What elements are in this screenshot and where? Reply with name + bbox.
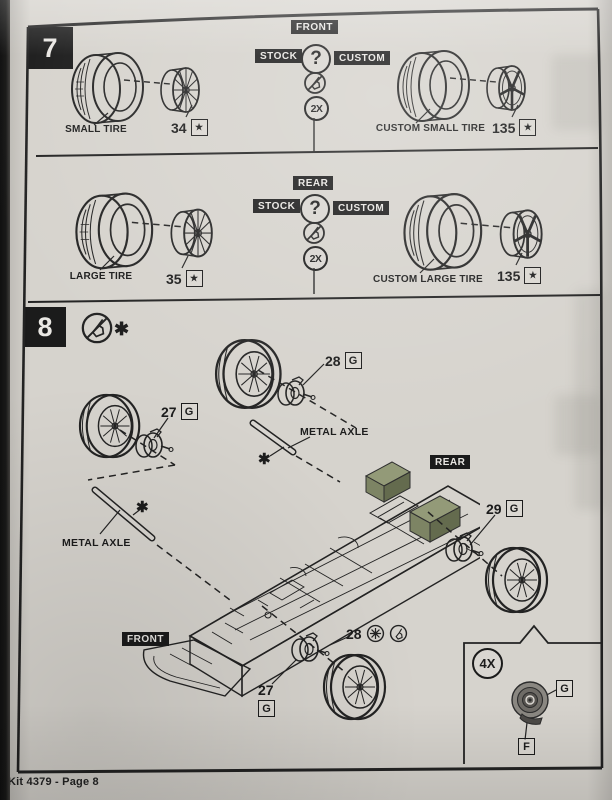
hub-29-drawing bbox=[445, 532, 484, 562]
quantity-2x-icon-front: 2X bbox=[304, 96, 329, 121]
part-27-number-bottom: 27 bbox=[258, 682, 274, 698]
custom-large-tire-label: CUSTOM LARGE TIRE bbox=[373, 274, 483, 285]
leader-line bbox=[415, 108, 431, 124]
wheel-29-drawing bbox=[484, 546, 549, 614]
part-number: 27 bbox=[161, 403, 177, 420]
star-part-box: ★ bbox=[190, 119, 208, 136]
step-8-number-box: 8 bbox=[24, 307, 66, 347]
part-29G-callout: 29 G bbox=[486, 500, 523, 517]
front-direction-label: FRONT bbox=[122, 632, 169, 646]
part-number: 34 bbox=[171, 119, 187, 136]
stock-label-front: STOCK bbox=[255, 49, 303, 63]
no-cement-icon bbox=[81, 312, 113, 344]
part-28-callout-bottom: 28 bbox=[346, 624, 408, 643]
custom-label-front: CUSTOM bbox=[334, 51, 391, 65]
metal-axle-label-left: METAL AXLE bbox=[62, 537, 131, 549]
cement-bottle-icon bbox=[389, 624, 407, 643]
small-tire-wheel-drawing bbox=[71, 52, 200, 124]
photo-edge-shadow bbox=[0, 0, 10, 800]
axle-note-star: ✱ bbox=[136, 499, 149, 516]
sprue-letter-box: G bbox=[180, 403, 198, 420]
sprue-letter-box: G bbox=[258, 700, 275, 717]
part-number: 135 bbox=[492, 119, 516, 136]
sprue-letter-box: G bbox=[344, 352, 362, 369]
no-cement-icon bbox=[304, 72, 326, 94]
front-section-label: FRONT bbox=[291, 20, 338, 34]
custom-label-rear: CUSTOM bbox=[333, 201, 390, 215]
leader-line bbox=[185, 104, 193, 118]
part-135-callout: 135 ★ bbox=[492, 119, 537, 136]
large-tire-label: LARGE TIRE bbox=[69, 271, 133, 282]
step-7-number-box: 7 bbox=[27, 27, 73, 69]
star-part-box: ★ bbox=[519, 119, 537, 136]
part-135-callout: 135 ★ bbox=[497, 267, 542, 284]
custom-small-tire-label: CUSTOM SMALL TIRE bbox=[375, 123, 486, 134]
quantity-4x-icon: 4X bbox=[472, 648, 503, 679]
star-symbol-icon bbox=[366, 624, 384, 643]
chassis-drawing bbox=[142, 461, 480, 698]
sprue-letter-box-g: G bbox=[556, 680, 573, 697]
part-number: 28 bbox=[346, 625, 362, 642]
part-35-callout: 35 ★ bbox=[166, 270, 203, 287]
small-tire-label: SMALL TIRE bbox=[65, 124, 127, 135]
leader-line bbox=[511, 104, 519, 118]
kit-page-footer: Kit 4379 - Page 8 bbox=[8, 776, 99, 788]
part-number: 35 bbox=[166, 270, 182, 287]
part-number: 28 bbox=[325, 352, 341, 369]
assembly-lines bbox=[87, 363, 557, 741]
sprue-letter-box: G bbox=[505, 500, 523, 517]
metal-axle-label-right: METAL AXLE bbox=[300, 426, 369, 438]
sprue-letter-box-f: F bbox=[518, 738, 535, 755]
step-7-number: 7 bbox=[42, 32, 58, 63]
rear-direction-label: REAR bbox=[430, 455, 471, 469]
axle-note-star: ✱ bbox=[258, 451, 271, 468]
leader-line bbox=[181, 255, 189, 269]
large-tire-wheel-drawing bbox=[75, 192, 213, 270]
part-number: 135 bbox=[497, 267, 521, 284]
hub-28-drawing bbox=[277, 376, 316, 406]
part-28G-callout: 28 G bbox=[325, 352, 362, 369]
hub-28-front-drawing bbox=[291, 632, 330, 662]
quantity-2x-icon-rear: 2X bbox=[303, 246, 328, 271]
hub-27-drawing bbox=[135, 428, 174, 458]
no-cement-icon bbox=[303, 222, 325, 244]
no-cement-note-star: ✱ bbox=[114, 319, 130, 339]
leader-line bbox=[99, 255, 115, 271]
wheel-27-front-drawing bbox=[322, 653, 387, 721]
leader-line bbox=[93, 112, 109, 126]
star-part-box: ★ bbox=[524, 267, 542, 284]
step-8-number: 8 bbox=[37, 311, 53, 342]
leader-line bbox=[515, 252, 523, 266]
question-mark-icon: ? bbox=[300, 194, 330, 224]
question-mark-icon: ? bbox=[301, 44, 331, 74]
rear-section-label: REAR bbox=[293, 176, 334, 190]
print-ghosting bbox=[552, 55, 600, 130]
detail-callout-box bbox=[463, 624, 603, 768]
leader-line bbox=[419, 258, 435, 274]
part-34-callout: 34 ★ bbox=[171, 119, 208, 136]
print-ghosting bbox=[555, 395, 600, 455]
stock-label-rear: STOCK bbox=[253, 199, 301, 213]
star-part-box: ★ bbox=[185, 270, 203, 287]
part-number: 29 bbox=[486, 500, 502, 517]
custom-small-tire-wheel-drawing bbox=[397, 50, 526, 122]
part-27G-callout: 27 G bbox=[161, 403, 198, 420]
wheel-28-drawing bbox=[214, 339, 282, 409]
wheel-27-drawing bbox=[78, 393, 141, 459]
